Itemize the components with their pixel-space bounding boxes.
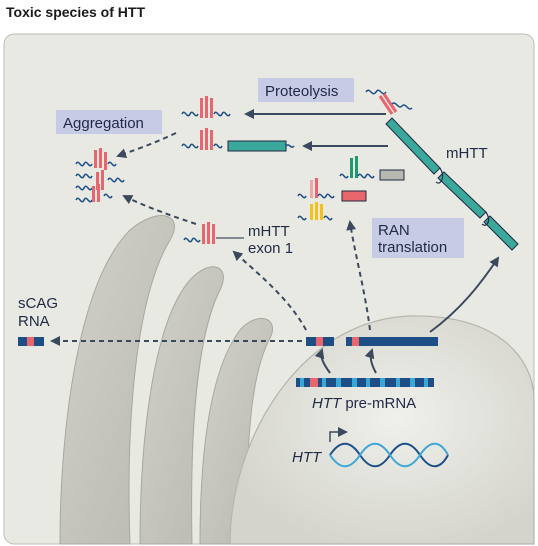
mhtt-fragment-short: [181, 96, 231, 118]
proteolysis-box: [258, 78, 354, 102]
scag-label-1: sCAG: [18, 295, 58, 312]
nucleus: [229, 315, 535, 545]
exon1-to-aggregate-arrow: [122, 195, 197, 225]
ran-label-2: translation: [378, 239, 447, 256]
ran-label-1: RAN: [378, 222, 410, 239]
ran-box: [372, 218, 464, 258]
gene-label: HTT: [292, 449, 323, 466]
aggregates: [75, 148, 125, 203]
short-rna: [306, 337, 334, 346]
exon1-arrow: [232, 250, 307, 331]
full-length-mhtt: [365, 89, 519, 251]
scag-label-2: RNA: [18, 313, 50, 330]
full-rna: [346, 337, 438, 346]
pre-mrna-suffix: pre-mRNA: [341, 395, 416, 412]
mhtt-label: mHTT: [446, 145, 488, 162]
splice-arrow-right: [364, 348, 377, 374]
pre-mrna-label: HTT pre-mRNA: [312, 395, 416, 412]
htt-gene-dna: [329, 427, 449, 468]
mhtt-exon1-label-2: exon 1: [248, 240, 293, 257]
mhtt-fragment-long: [181, 128, 295, 152]
ran-products: [297, 156, 405, 221]
scag-rna: [18, 337, 44, 346]
ran-arrow: [346, 220, 371, 331]
aggregation-label: Aggregation: [63, 115, 144, 132]
splice-arrow-left: [314, 348, 331, 374]
mhtt-exon1-label-1: mHTT: [248, 223, 290, 240]
fragment-to-aggregate-arrow: [116, 132, 177, 159]
aggregation-box: [56, 110, 162, 134]
proteolysis-label: Proteolysis: [265, 83, 338, 100]
figure-title: Toxic species of HTT: [6, 4, 145, 20]
mhtt-exon1: [183, 222, 244, 244]
pre-mrna-gene: HTT: [312, 395, 343, 412]
translation-arrow: [429, 256, 500, 333]
htt-pre-mrna: [296, 378, 434, 387]
